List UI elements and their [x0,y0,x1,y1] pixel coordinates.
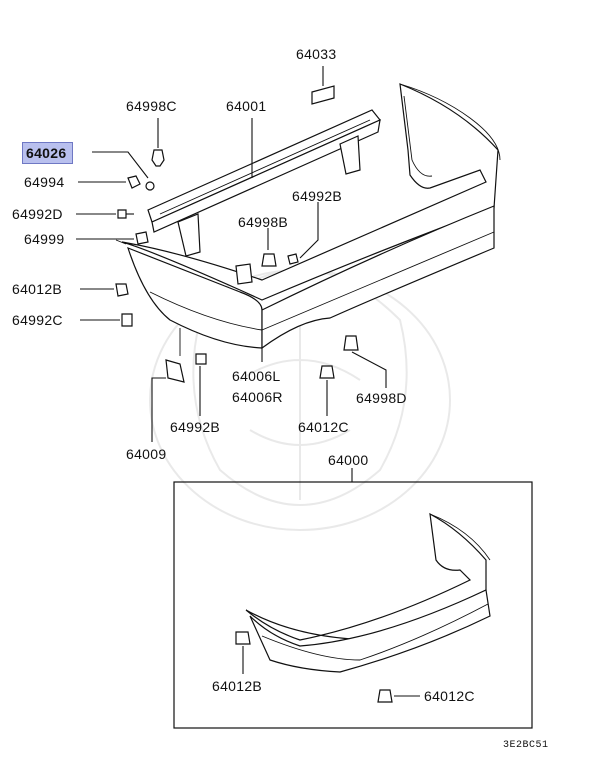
part-64026-washer[interactable] [145,181,155,191]
label-64026-highlighted[interactable]: 64026 [22,142,74,164]
label-64000[interactable]: 64000 [328,452,369,468]
label-64033[interactable]: 64033 [296,46,337,62]
label-64006R[interactable]: 64006R [232,389,283,405]
part-64998D-clip[interactable] [343,335,359,351]
label-64012C-box[interactable]: 64012C [424,688,475,704]
part-64033-pad[interactable] [311,85,335,105]
label-64992D[interactable]: 64992D [12,206,63,222]
part-64012B-clip[interactable] [115,283,129,297]
label-64998D[interactable]: 64998D [356,390,407,406]
label-64012B[interactable]: 64012B [12,281,63,297]
part-64992C-screw[interactable] [121,313,133,327]
part-64012C-box-clip[interactable] [377,689,393,703]
label-64999[interactable]: 64999 [24,231,65,247]
label-64998C[interactable]: 64998C [126,98,177,114]
label-64992C[interactable]: 64992C [12,312,63,328]
assembly-64000-box [173,481,533,729]
part-64006-bumper-cover[interactable] [115,83,501,350]
label-64012B-box[interactable]: 64012B [212,678,263,694]
part-64992D-screw[interactable] [117,209,127,219]
part-64998C-clip[interactable] [151,118,165,167]
label-64009[interactable]: 64009 [126,446,167,462]
label-64998B[interactable]: 64998B [238,214,289,230]
part-64992B-screw-bottom[interactable] [195,353,207,365]
label-64992B-bottom[interactable]: 64992B [170,419,221,435]
part-64012B-box-clip[interactable] [235,631,251,645]
part-64000-bumper-assembly[interactable] [245,512,491,673]
part-64994-nut[interactable] [127,175,141,189]
label-64001[interactable]: 64001 [226,98,267,114]
part-64999-clip[interactable] [135,231,149,245]
diagram-code: 3E2BC51 [503,740,549,751]
part-64012C-clip[interactable] [319,365,335,379]
label-64994[interactable]: 64994 [24,174,65,190]
part-64009-bracket[interactable] [165,359,185,383]
label-64012C[interactable]: 64012C [298,419,349,435]
part-64992B-screw-top[interactable] [287,253,299,265]
label-64006L[interactable]: 64006L [232,368,281,384]
label-64992B-top[interactable]: 64992B [292,188,343,204]
part-64998B-clip[interactable] [261,253,277,267]
part-64001-reinforcement[interactable] [147,109,381,257]
part-side-bracket [235,263,253,285]
